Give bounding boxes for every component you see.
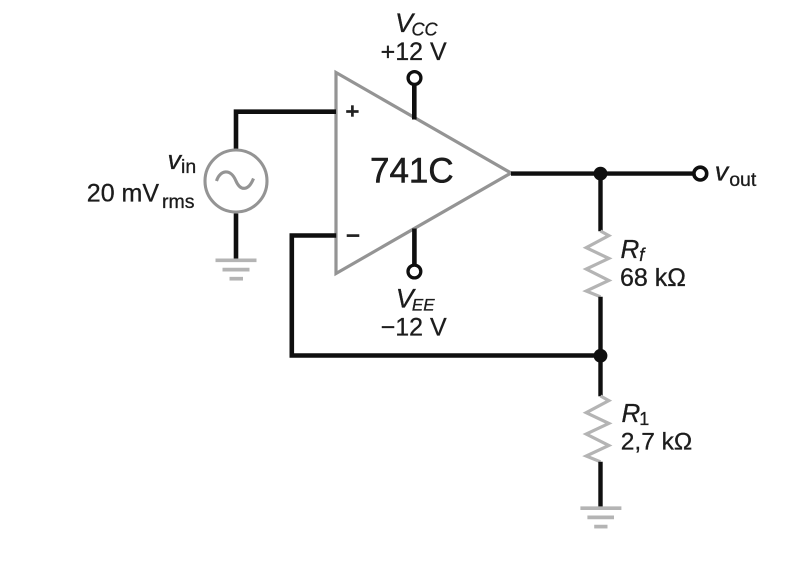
- svg-text:741C: 741C: [370, 152, 454, 191]
- svg-text:v: v: [168, 145, 183, 175]
- svg-text:+12 V: +12 V: [381, 38, 447, 66]
- svg-text:in: in: [181, 156, 196, 178]
- svg-text:out: out: [729, 169, 757, 191]
- svg-text:2,7 kΩ: 2,7 kΩ: [621, 429, 692, 456]
- svg-text:68 kΩ: 68 kΩ: [620, 264, 686, 292]
- svg-text:rms: rms: [162, 191, 195, 213]
- svg-text:−12 V: −12 V: [381, 313, 447, 341]
- svg-text:v: v: [715, 157, 730, 187]
- svg-text:20 mV: 20 mV: [87, 180, 160, 208]
